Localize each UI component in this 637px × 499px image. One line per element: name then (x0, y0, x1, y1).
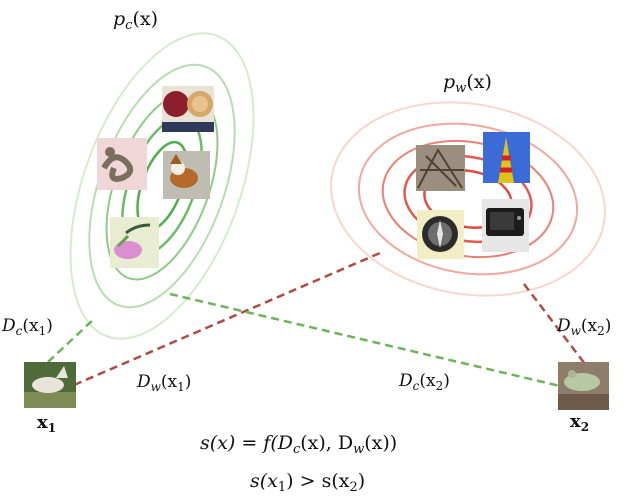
food-image (162, 86, 214, 132)
bird-image (110, 217, 159, 268)
red-contour-2 (357, 122, 579, 276)
pc-label: pc(x) (113, 8, 158, 33)
x1-label: x1 (37, 412, 56, 435)
score-inequality: s(x1) > s(x2) (250, 470, 365, 495)
snake-image (97, 138, 147, 190)
dw-x1-label: Dw(x1) (136, 372, 191, 394)
green-contour-1 (69, 32, 255, 340)
dc-x1-label: Dc(x1) (1, 316, 53, 338)
green-distribution (69, 32, 255, 340)
red-contour-3 (381, 139, 555, 259)
dc-x1-line (47, 317, 96, 363)
red-contour-1 (330, 101, 606, 297)
x2-label: x2 (570, 411, 589, 434)
frog-image (558, 362, 609, 410)
lighthouse-image (483, 132, 530, 183)
dw-x2-line (523, 283, 586, 365)
wolf-image (24, 362, 76, 408)
score-formula: s(x) = f(Dc(x), Dw(x)) (200, 432, 397, 457)
pw-label: pw(x) (443, 71, 492, 96)
building-image (416, 145, 465, 191)
dc-x2-label: Dc(x2) (398, 371, 450, 393)
dw-x1-line (73, 251, 381, 387)
dw-x2-label: Dw(x2) (556, 316, 611, 338)
oven-image (482, 199, 529, 252)
dog-image (163, 151, 210, 199)
dc-x2-line (169, 292, 561, 388)
red-distribution (330, 101, 606, 297)
compass-image (417, 210, 464, 259)
